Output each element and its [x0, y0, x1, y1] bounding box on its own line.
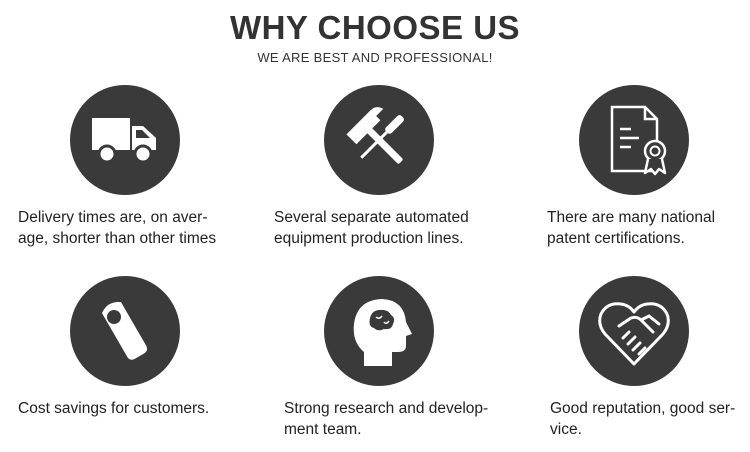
feature-text-reputation: Good reputation, good ser-vice.: [550, 400, 736, 438]
feature-text-cost: Cost savings for customers.: [18, 400, 210, 417]
certificate-document-icon: [610, 105, 667, 176]
feature-icon-circle-brain: [324, 276, 434, 386]
feature-icon-circle-certificate: [579, 85, 689, 195]
feature-text-delivery: Delivery times are, on aver-age, shorter…: [18, 209, 217, 247]
heart-handshake-icon: [598, 302, 670, 366]
hammer-screwdriver-icon: [346, 107, 404, 164]
delivery-truck-icon: [92, 118, 156, 164]
feature-icon-circle-delivery: [70, 85, 180, 195]
page-title: WHY CHOOSE US: [229, 9, 521, 46]
price-tag-icon: [101, 301, 148, 360]
brain-head-icon: [353, 299, 412, 366]
feature-text-research: Strong research and develop-ment team.: [284, 400, 489, 438]
feature-icon-circle-tools: [324, 85, 434, 195]
feature-icon-circle-tag: [70, 276, 180, 386]
page-subtitle: WE ARE BEST AND PROFESSIONAL!: [257, 50, 493, 65]
feature-icon-circle-handshake: [579, 276, 689, 386]
